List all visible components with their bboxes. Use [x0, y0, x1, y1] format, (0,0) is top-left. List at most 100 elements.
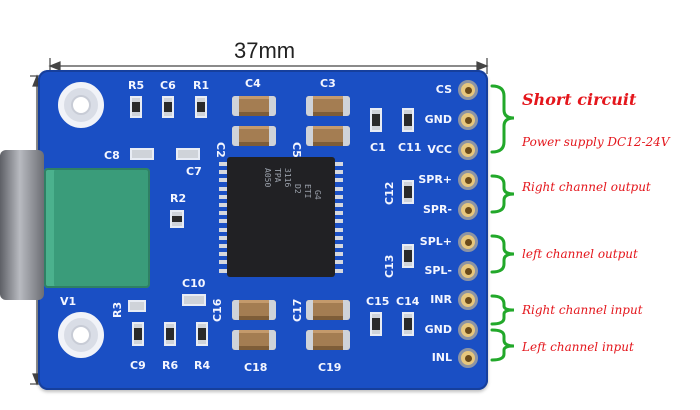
- pin-label-spr-4: SPR-: [422, 203, 452, 216]
- capacitor-c6: [162, 96, 174, 118]
- chip-pin: [219, 211, 227, 216]
- capacitor-c13: [402, 244, 414, 268]
- chip-pin: [335, 194, 343, 199]
- pin-label-inr-7: INR: [430, 293, 452, 306]
- label-c7: C7: [186, 165, 202, 178]
- chip-pin: [335, 219, 343, 224]
- label-c3: C3: [320, 77, 336, 90]
- label-c18: C18: [244, 361, 268, 374]
- annotation-power: Power supply DC12-24V: [522, 135, 670, 149]
- capacitor-c7: [176, 148, 200, 160]
- capacitor-c9: [132, 322, 144, 346]
- chip-pin: [335, 235, 343, 240]
- annotation-right-input: Right channel input: [522, 303, 643, 317]
- chip-pin: [335, 178, 343, 183]
- potentiometer-shaft: [0, 150, 44, 300]
- label-r6: R6: [162, 359, 179, 372]
- capacitor-c11: [402, 108, 414, 132]
- pin-label-spl-5: SPL+: [419, 235, 452, 248]
- pin-pad-6: [458, 261, 478, 281]
- amplifier-chip: [227, 157, 335, 277]
- label-c6: C6: [160, 79, 176, 92]
- pin-pad-9: [458, 348, 478, 368]
- pin-label-inl-9: INL: [431, 351, 452, 364]
- capacitor-c18-a: [232, 300, 276, 320]
- label-c11: C11: [398, 141, 422, 154]
- resistor-r3: [128, 300, 146, 312]
- chip-pin: [219, 268, 227, 273]
- pin-pad-3: [458, 170, 478, 190]
- pin-pad-1: [458, 110, 478, 130]
- label-c15: C15: [366, 295, 390, 308]
- resistor-r4: [196, 322, 208, 346]
- annotation-left-input: Left channel input: [522, 340, 634, 354]
- chip-pin: [219, 178, 227, 183]
- capacitor-c12: [402, 180, 414, 204]
- label-r5: R5: [128, 79, 145, 92]
- label-r2: R2: [170, 192, 187, 205]
- pin-label-gnd-1: GND: [424, 113, 452, 126]
- chip-pin: [219, 162, 227, 166]
- width-dimension: 37mm: [234, 38, 296, 63]
- label-c10: C10: [182, 277, 206, 290]
- pin-pad-7: [458, 290, 478, 310]
- capacitor-c14: [402, 312, 414, 336]
- pin-pad-8: [458, 320, 478, 340]
- pin-label-spl-6: SPL-: [424, 264, 452, 277]
- chip-pin: [219, 227, 227, 232]
- capacitor-c19-b: [306, 330, 350, 350]
- pin-label-spr-3: SPR+: [418, 173, 452, 186]
- mounting-hole-bottom-left: [58, 312, 104, 358]
- pin-label-cs-0: CS: [435, 83, 452, 96]
- pin-label-gnd-8: GND: [424, 323, 452, 336]
- chip-pin: [335, 203, 343, 207]
- chip-pin: [335, 252, 343, 257]
- label-c8: C8: [104, 149, 120, 162]
- capacitor-c15: [370, 312, 382, 336]
- label-c4: C4: [245, 77, 261, 90]
- capacitor-c10: [182, 294, 206, 306]
- capacitor-c4-b: [232, 126, 276, 146]
- potentiometer: [44, 168, 150, 288]
- pin-pad-4: [458, 200, 478, 220]
- mounting-hole-top-left: [58, 82, 104, 128]
- chip-pin: [219, 219, 227, 224]
- chip-pin: [335, 244, 343, 248]
- capacitor-c3-b: [306, 126, 350, 146]
- chip-pin: [335, 260, 343, 265]
- annotation-left-output: left channel output: [522, 247, 638, 261]
- resistor-r6: [164, 322, 176, 346]
- pin-pad-0: [458, 80, 478, 100]
- chip-pin: [219, 260, 227, 265]
- pin-pad-5: [458, 232, 478, 252]
- chip-pin: [219, 252, 227, 257]
- chip-pin: [335, 162, 343, 166]
- capacitor-c8: [130, 148, 154, 160]
- chip-pin: [219, 244, 227, 248]
- chip-pin: [219, 203, 227, 207]
- label-r4: R4: [194, 359, 211, 372]
- chip-pin: [219, 186, 227, 191]
- chip-pin: [219, 235, 227, 240]
- capacitor-c19-a: [306, 300, 350, 320]
- resistor-r5: [130, 96, 142, 118]
- pin-label-vcc-2: VCC: [427, 143, 452, 156]
- chip-pin: [335, 170, 343, 175]
- label-r1: R1: [193, 79, 210, 92]
- chip-pin: [219, 194, 227, 199]
- capacitor-c18-b: [232, 330, 276, 350]
- annotation-short-circuit: Short circuit: [522, 90, 637, 109]
- label-c19: C19: [318, 361, 342, 374]
- chip-pin: [335, 268, 343, 273]
- chip-pin: [335, 227, 343, 232]
- chip-pin: [335, 186, 343, 191]
- label-c1: C1: [370, 141, 386, 154]
- resistor-r1: [195, 96, 207, 118]
- capacitor-c1: [370, 108, 382, 132]
- chip-pin: [335, 211, 343, 216]
- capacitor-c3-a: [306, 96, 350, 116]
- label-c9: C9: [130, 359, 146, 372]
- label-v1: V1: [60, 295, 77, 308]
- label-c14: C14: [396, 295, 420, 308]
